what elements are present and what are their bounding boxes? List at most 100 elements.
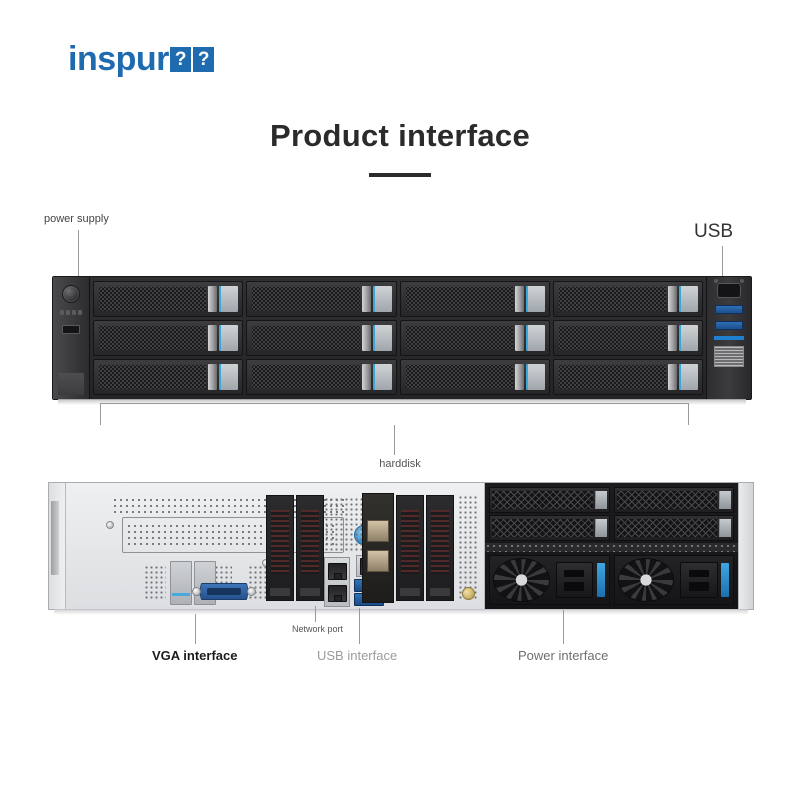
front-service-label bbox=[714, 346, 744, 367]
pcie-fins bbox=[301, 510, 319, 574]
front-usb3-port-icon[interactable] bbox=[715, 305, 743, 314]
drive-bay[interactable] bbox=[552, 359, 703, 395]
power-supply-row bbox=[485, 552, 738, 609]
front-usb-port-icon[interactable] bbox=[62, 325, 80, 334]
drive-bay-mesh bbox=[558, 287, 666, 311]
psu-handle[interactable] bbox=[721, 562, 729, 598]
rear-left-rail-tab bbox=[51, 501, 59, 575]
drive-bay-row bbox=[93, 281, 703, 317]
ocp-port-icon[interactable] bbox=[367, 550, 389, 572]
drive-bay-tab bbox=[219, 325, 239, 351]
pcie-slot-bracket[interactable] bbox=[296, 495, 324, 601]
power-supply-unit[interactable] bbox=[489, 555, 610, 605]
rear-drive-bay[interactable] bbox=[613, 487, 734, 513]
ocp-port-icon[interactable] bbox=[367, 520, 389, 542]
rear-vent-strip bbox=[485, 543, 738, 552]
drive-bay[interactable] bbox=[246, 359, 397, 395]
rear-drive-bay[interactable] bbox=[489, 487, 610, 513]
network-port-stack[interactable] bbox=[324, 557, 350, 607]
drive-bay[interactable] bbox=[552, 320, 703, 356]
drive-bay[interactable] bbox=[552, 281, 703, 317]
power-button-icon[interactable] bbox=[62, 285, 80, 303]
drive-bay[interactable] bbox=[246, 320, 397, 356]
leader-line-vga bbox=[195, 614, 196, 644]
drive-bay-tab bbox=[372, 364, 392, 390]
drive-bay-mesh bbox=[405, 365, 513, 389]
front-usb3-port-icon[interactable] bbox=[715, 321, 743, 330]
rj45-port-icon[interactable] bbox=[327, 562, 347, 580]
drive-bay-tab bbox=[372, 325, 392, 351]
drive-bay-handle[interactable] bbox=[361, 285, 371, 313]
rear-drive-tab bbox=[719, 490, 731, 510]
rear-chassis bbox=[48, 482, 754, 610]
expansion-slot-blank[interactable] bbox=[170, 561, 192, 605]
psu-power-inlet-icon[interactable] bbox=[555, 561, 594, 599]
callout-label-vga: VGA interface bbox=[152, 648, 238, 663]
status-led bbox=[72, 310, 76, 315]
front-accent-bar bbox=[714, 336, 744, 340]
front-left-ear-foot bbox=[58, 373, 84, 395]
rear-drive-bay[interactable] bbox=[489, 515, 610, 541]
drive-bay-handle[interactable] bbox=[208, 363, 218, 391]
drive-bay[interactable] bbox=[399, 359, 550, 395]
rear-drive-bay-grid bbox=[485, 483, 738, 543]
pcie-cap bbox=[430, 588, 450, 596]
drive-bay-mesh bbox=[99, 326, 207, 350]
vga-port-inner bbox=[207, 588, 241, 595]
psu-handle[interactable] bbox=[596, 562, 605, 598]
drive-bay-handle[interactable] bbox=[208, 324, 218, 352]
drive-bay-handle[interactable] bbox=[361, 363, 371, 391]
drive-bay-row bbox=[93, 320, 703, 356]
drive-bay[interactable] bbox=[93, 281, 244, 317]
drive-bay-tab bbox=[525, 325, 545, 351]
rear-drive-bay[interactable] bbox=[613, 515, 734, 541]
psu-fan-icon bbox=[617, 557, 674, 603]
rear-vga-port-icon[interactable] bbox=[192, 583, 256, 600]
rear-drive-tab bbox=[594, 490, 607, 510]
drive-bay-mesh bbox=[252, 287, 360, 311]
harddisk-bracket-right bbox=[688, 403, 689, 425]
pcie-slot-bracket[interactable] bbox=[396, 495, 424, 601]
drive-bay[interactable] bbox=[399, 281, 550, 317]
drive-bay-handle[interactable] bbox=[668, 285, 677, 313]
callout-label-harddisk: harddisk bbox=[379, 458, 421, 470]
vent-grid bbox=[144, 565, 166, 599]
drive-bay[interactable] bbox=[93, 359, 244, 395]
drive-bay-handle[interactable] bbox=[668, 324, 677, 352]
drive-bay-mesh bbox=[252, 365, 360, 389]
drive-bay-mesh bbox=[99, 365, 207, 389]
inspur-logo: inspur ? ? bbox=[68, 42, 214, 76]
drive-bay-handle[interactable] bbox=[514, 285, 524, 313]
vent-grid bbox=[458, 495, 478, 599]
drive-bay-handle[interactable] bbox=[514, 363, 524, 391]
psu-power-inlet-icon[interactable] bbox=[680, 561, 718, 599]
front-drive-bay-grid bbox=[90, 277, 706, 399]
leader-line-power-rear bbox=[563, 610, 564, 644]
rj45-port-icon[interactable] bbox=[327, 584, 347, 602]
drive-bay[interactable] bbox=[93, 320, 244, 356]
pcie-slot-bracket[interactable] bbox=[266, 495, 294, 601]
pcie-slot-bracket[interactable] bbox=[426, 495, 454, 601]
drive-bay-mesh bbox=[405, 287, 513, 311]
drive-bay[interactable] bbox=[399, 320, 550, 356]
rear-drive-row bbox=[489, 487, 734, 513]
power-supply-unit[interactable] bbox=[613, 555, 734, 605]
drive-bay-handle[interactable] bbox=[361, 324, 371, 352]
drive-bay[interactable] bbox=[246, 281, 397, 317]
server-rear-view bbox=[48, 482, 754, 615]
drive-bay-handle[interactable] bbox=[668, 363, 677, 391]
front-vga-port-icon[interactable] bbox=[714, 279, 744, 298]
drive-bay-handle[interactable] bbox=[514, 324, 524, 352]
rear-left-rail bbox=[49, 483, 66, 609]
callout-label-power-rear: Power interface bbox=[518, 648, 609, 663]
pcie-fins bbox=[431, 510, 449, 574]
leader-line-harddisk bbox=[394, 425, 395, 455]
logo-tofu-group: ? ? bbox=[169, 46, 214, 72]
rear-drive-row bbox=[489, 515, 734, 541]
ocp-module-bay[interactable] bbox=[362, 493, 394, 603]
rear-drive-tab bbox=[719, 518, 731, 538]
drive-bay-handle[interactable] bbox=[208, 285, 218, 313]
logo-wordmark: inspur bbox=[68, 40, 169, 78]
callout-label-network: Network port bbox=[292, 624, 344, 634]
pcie-cap bbox=[270, 588, 290, 596]
